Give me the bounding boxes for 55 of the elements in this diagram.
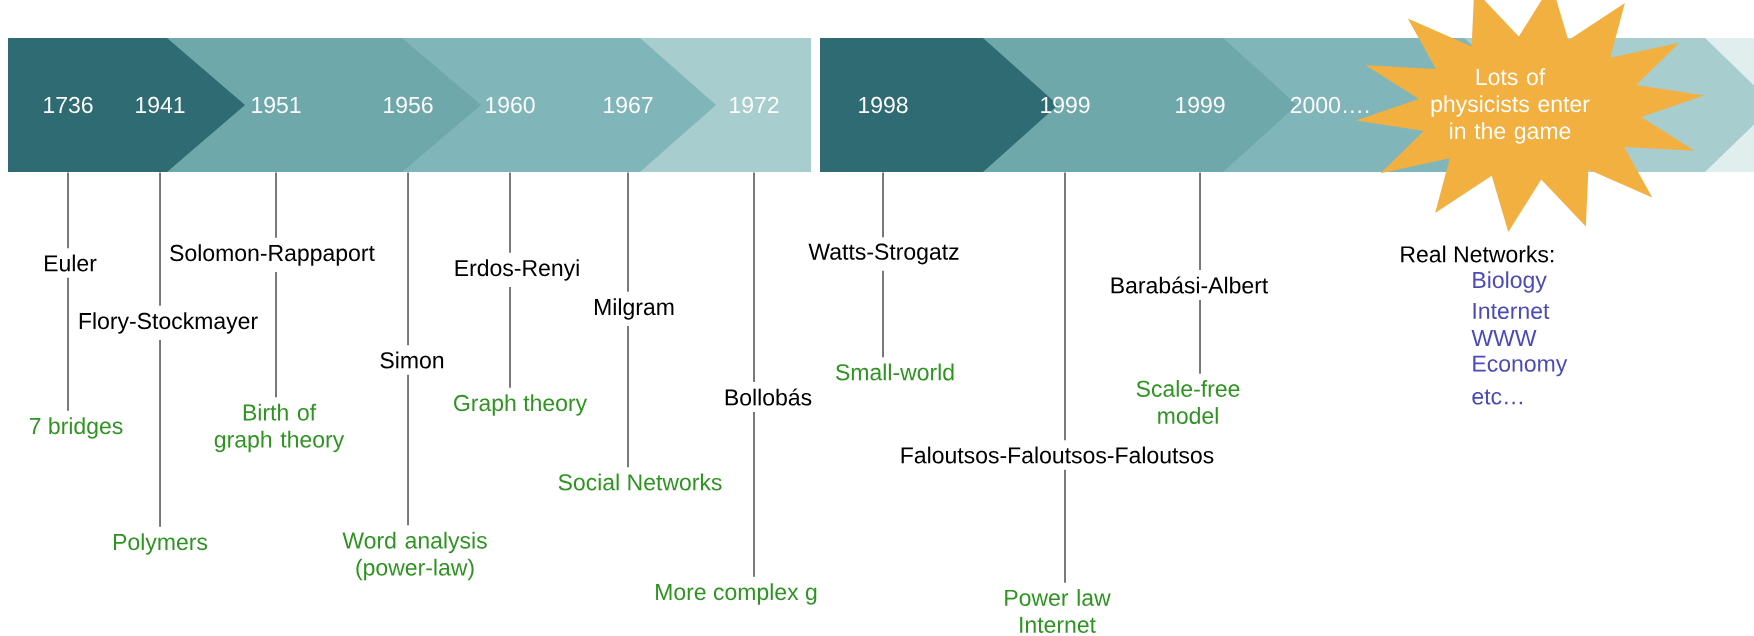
person-label: Barabási-Albert: [1111, 276, 1269, 294]
year-label: 1941: [136, 96, 185, 114]
topic-label: Small-world: [836, 363, 954, 381]
connector-line: [67, 277, 69, 412]
connector-line: [275, 271, 277, 399]
year-label: 1960: [486, 96, 535, 114]
person-label: Simon: [380, 351, 444, 369]
year-label: 1951: [252, 96, 301, 114]
topic-label: More complex g: [656, 583, 817, 605]
year-label: 1972: [730, 96, 779, 114]
connector-line: [882, 270, 884, 358]
list-item: WWW: [1471, 330, 1537, 346]
person-label: Flory-Stockmayer: [79, 312, 258, 334]
connector-line: [627, 171, 629, 293]
year-label: 1736: [44, 96, 93, 114]
person-label: Bollobás: [725, 388, 812, 406]
topic-label: Word analysis (power-law): [342, 531, 487, 581]
year-label: 1967: [604, 96, 653, 114]
year-label: 1998: [859, 96, 908, 114]
topic-label: Scale-free model: [1136, 380, 1240, 424]
person-label: Watts-Strogatz: [808, 243, 959, 265]
connector-line: [67, 171, 69, 249]
person-label: Milgram: [595, 298, 674, 320]
person-label: Euler: [45, 254, 97, 272]
connector-line: [407, 171, 409, 346]
person-label: Faloutsos-Faloutsos-Faloutsos: [901, 446, 1214, 464]
connector-line: [159, 339, 161, 528]
person-label: Solomon-Rappaport: [170, 244, 375, 266]
connector-line: [753, 411, 755, 578]
topic-label: Graph theory: [454, 394, 588, 416]
list-item: etc…: [1472, 389, 1522, 405]
year-label: 1956: [384, 96, 433, 114]
topic-label: Social Networks: [558, 473, 722, 491]
list-item: Biology: [1473, 271, 1547, 293]
person-label: Erdos-Renyi: [455, 259, 579, 281]
connector-line: [627, 325, 629, 468]
topic-label: 7 bridges: [29, 417, 123, 439]
list-item: Economy: [1473, 355, 1568, 377]
connector-line: [882, 171, 884, 238]
connector-line: [275, 171, 277, 239]
year-label: 1999: [1041, 96, 1090, 114]
connector-line: [1064, 469, 1066, 584]
topic-label: Birth of graph theory: [214, 403, 345, 453]
connector-line: [509, 171, 511, 254]
connector-line: [1199, 299, 1201, 375]
connector-line: [509, 286, 511, 389]
connector-line: [753, 171, 755, 383]
year-label: 1999: [1176, 96, 1225, 114]
topic-label: Polymers: [113, 533, 208, 555]
connector-line: [407, 374, 409, 527]
topic-label: Power law Internet: [1005, 589, 1111, 633]
list-item: Internet: [1473, 303, 1550, 319]
connector-line: [159, 171, 161, 307]
connector-line: [1199, 171, 1201, 271]
connector-line: [1064, 171, 1066, 441]
